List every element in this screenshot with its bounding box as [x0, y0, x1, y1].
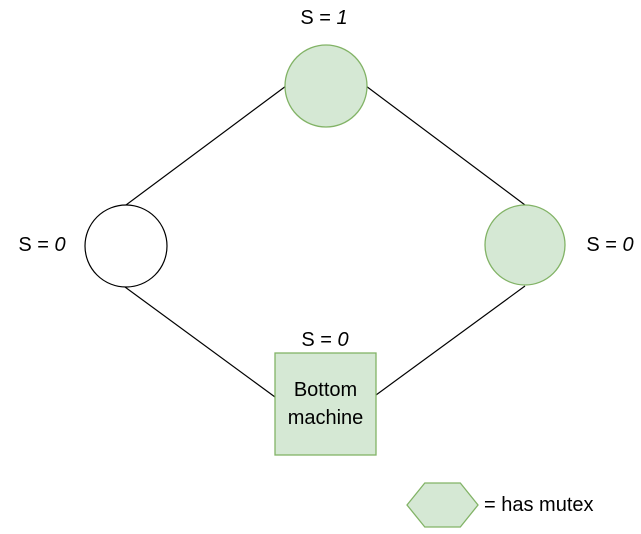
- right-machine-node: [484, 204, 566, 286]
- semaphore-label-top: S = 1: [264, 6, 384, 30]
- semaphore-value: 0: [337, 329, 349, 351]
- semaphore-value: 0: [622, 234, 634, 256]
- semaphore-prefix: S =: [300, 7, 337, 29]
- semaphore-prefix: S =: [586, 234, 623, 256]
- edge-right-to-bottom: [375, 285, 526, 396]
- legend-label: = has mutex: [484, 494, 594, 516]
- left-machine-node: [84, 204, 168, 288]
- semaphore-value: 0: [54, 234, 66, 256]
- top-machine-node: [284, 44, 368, 128]
- semaphore-value: 1: [336, 7, 348, 29]
- bottom-machine-node: [274, 352, 377, 456]
- semaphore-prefix: S =: [18, 234, 55, 256]
- edge-top-to-left: [125, 85, 287, 206]
- hexagon-mutex-icon: [406, 482, 479, 528]
- bottom-machine-label-line2: machine: [287, 407, 364, 429]
- edge-top-to-right: [365, 85, 526, 206]
- edge-left-to-bottom: [124, 286, 276, 398]
- semaphore-label-bottom: S = 0: [265, 328, 385, 352]
- bottom-machine-label: Bottom machine: [275, 353, 376, 455]
- semaphore-label-right: S = 0: [568, 233, 641, 257]
- semaphore-prefix: S =: [301, 329, 338, 351]
- bottom-machine-label-line1: Bottom: [293, 379, 358, 401]
- semaphore-label-left: S = 0: [0, 233, 84, 257]
